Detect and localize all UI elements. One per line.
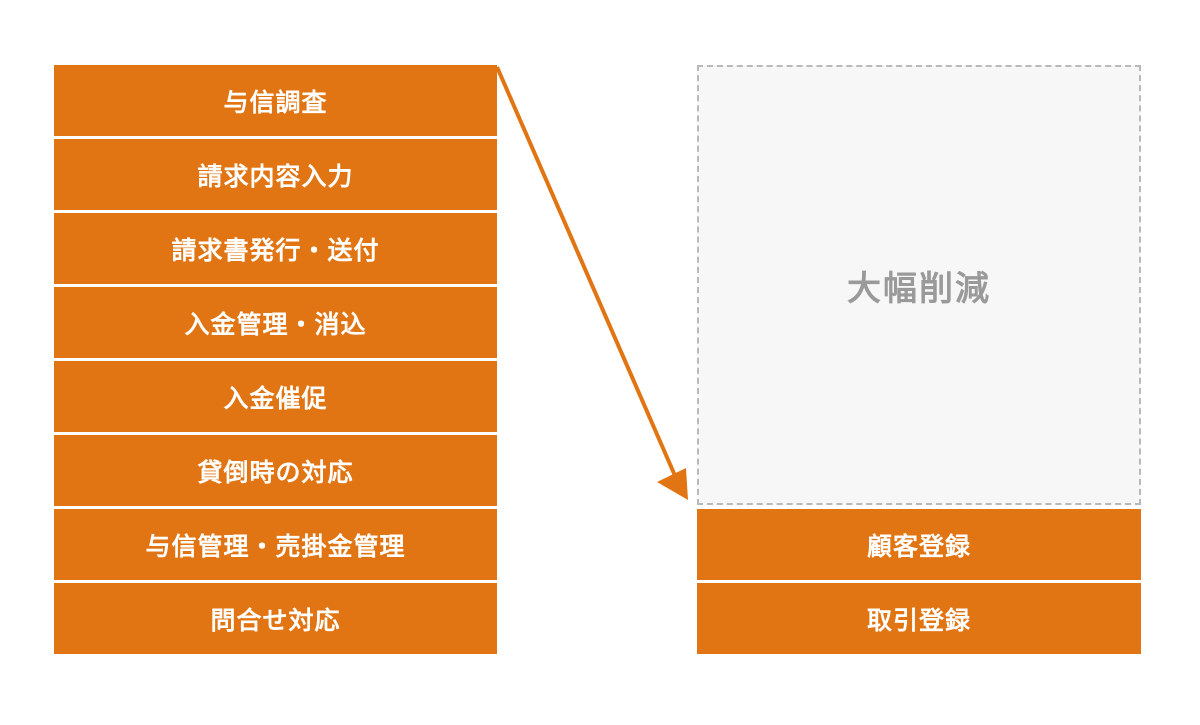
- process-step-inquiry: 問合せ対応: [54, 583, 497, 654]
- reduced-area: 大幅削減: [697, 65, 1141, 505]
- process-step-credit-investigation: 与信調査: [54, 65, 497, 136]
- process-step-transaction-registration: 取引登録: [697, 583, 1141, 654]
- before-process-list: 与信調査 請求内容入力 請求書発行・送付 入金管理・消込 入金催促 貸倒時の対応…: [54, 65, 497, 654]
- after-process-list: 顧客登録 取引登録: [697, 509, 1141, 654]
- process-step-bad-debt: 貸倒時の対応: [54, 435, 497, 506]
- process-step-payment-reconcile: 入金管理・消込: [54, 287, 497, 358]
- process-step-invoice-issue: 請求書発行・送付: [54, 213, 497, 284]
- process-step-billing-input: 請求内容入力: [54, 139, 497, 210]
- process-step-payment-reminder: 入金催促: [54, 361, 497, 432]
- process-step-customer-registration: 顧客登録: [697, 509, 1141, 580]
- reduced-label: 大幅削減: [847, 268, 991, 309]
- reduction-arrowhead-icon: [657, 468, 688, 500]
- process-step-receivables-management: 与信管理・売掛金管理: [54, 509, 497, 580]
- reduction-arrow-line: [495, 66, 678, 479]
